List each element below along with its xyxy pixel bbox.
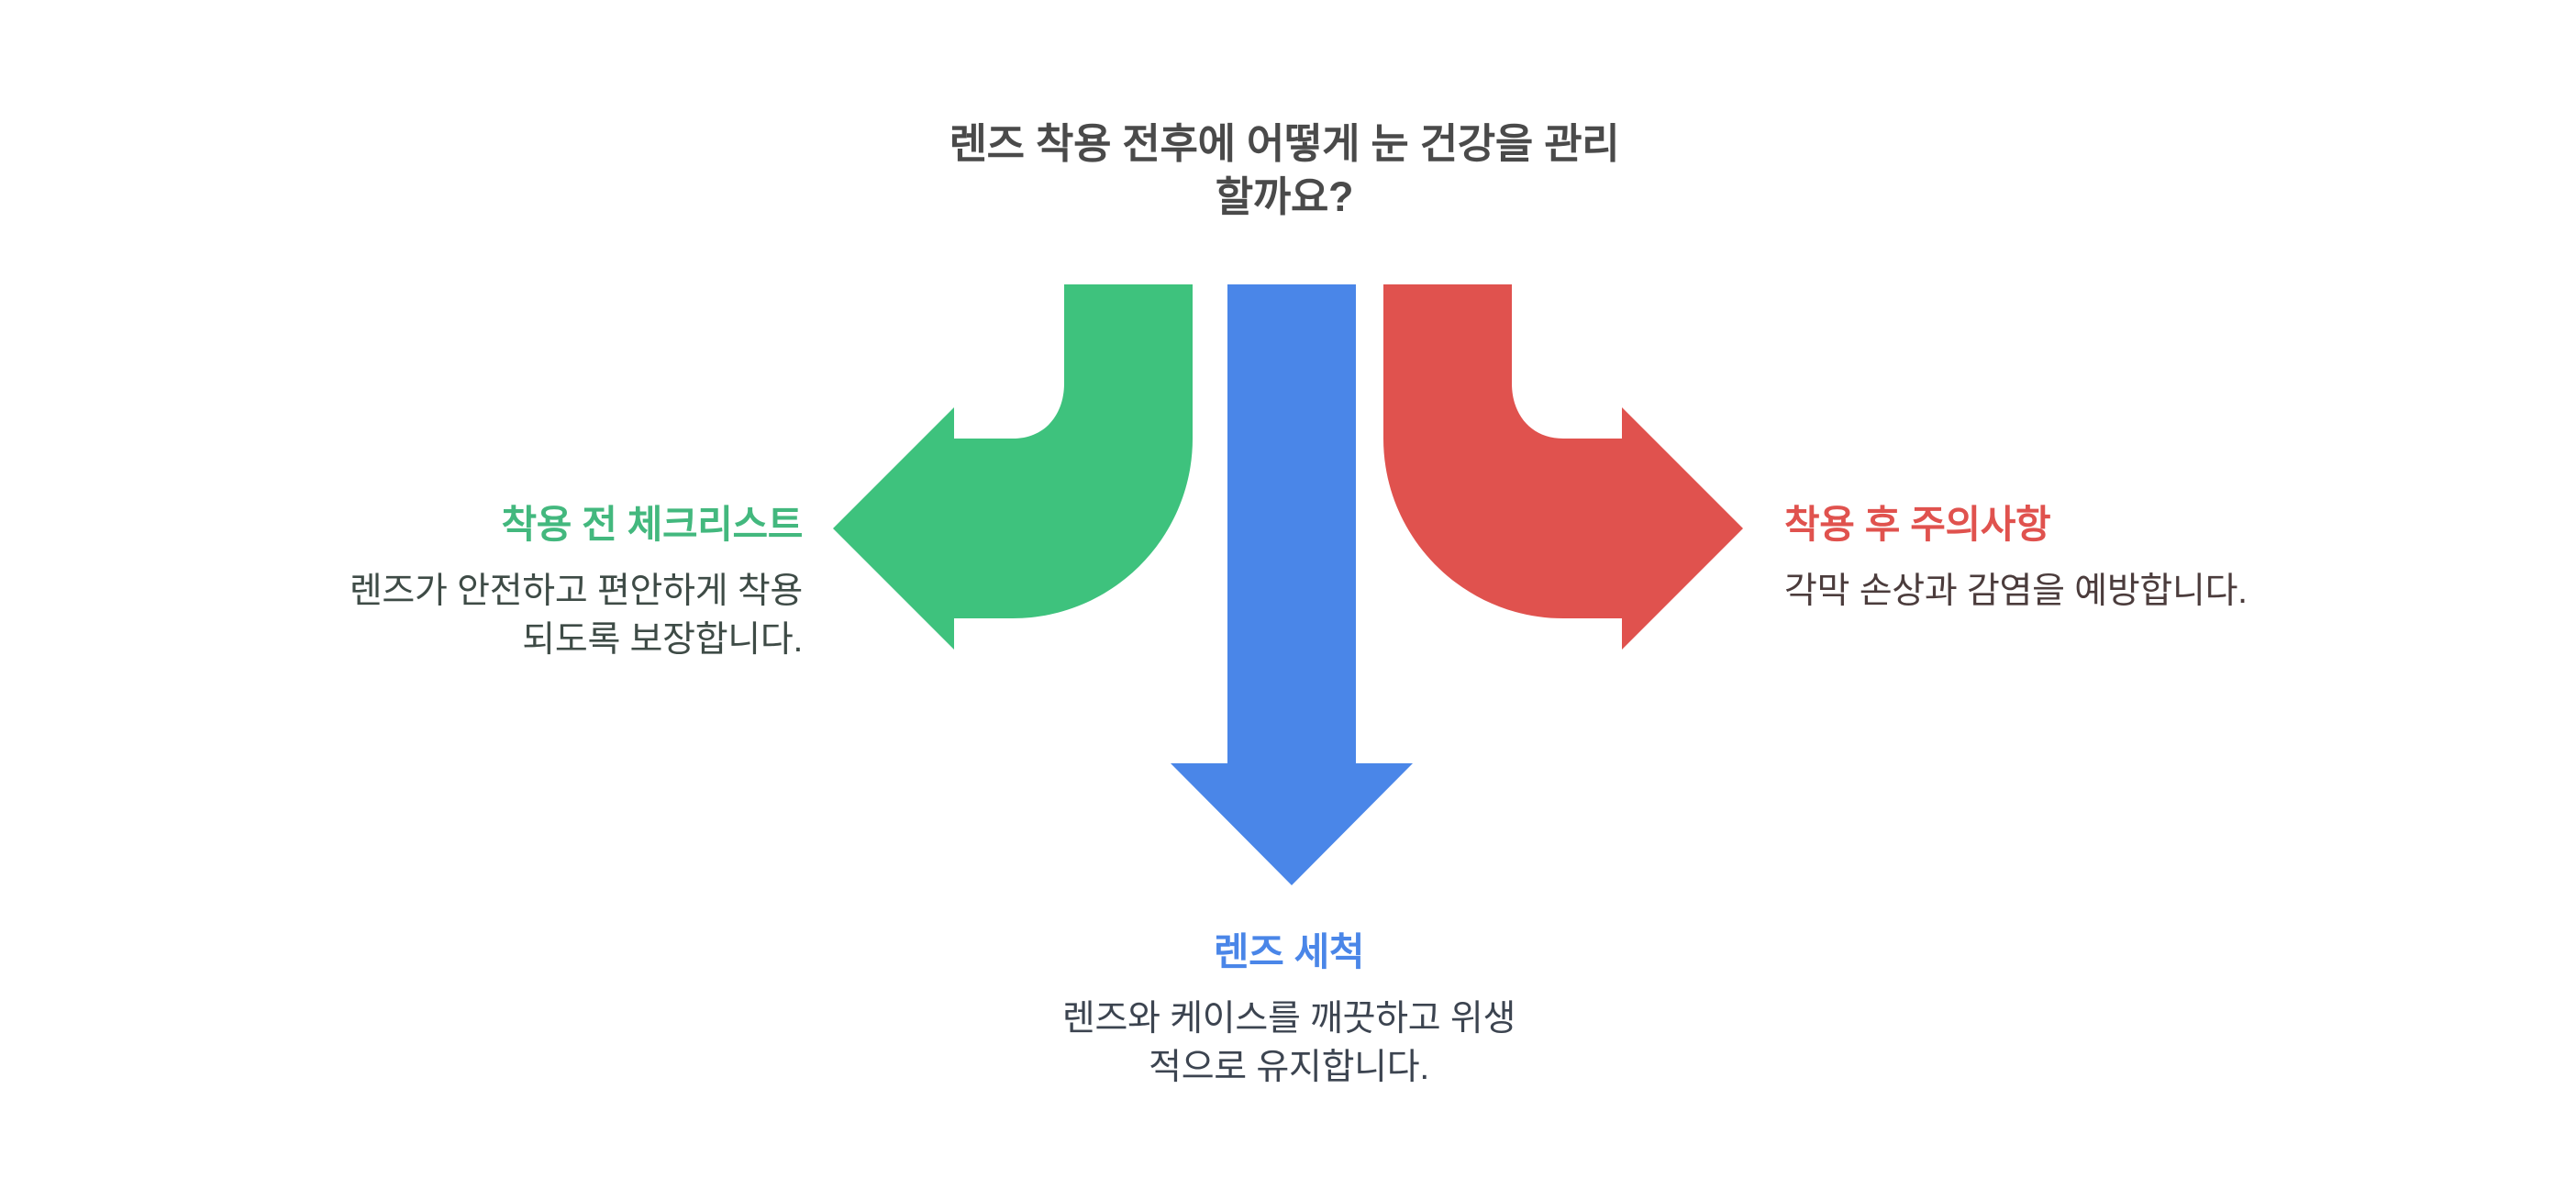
branch-right-body: 각막 손상과 감염을 예방합니다.	[1784, 572, 2248, 612]
branch-left-body: 렌즈가 안전하고 편안하게 착용 되도록 보장합니다.	[349, 572, 803, 660]
arrow-down-icon	[1171, 284, 1413, 885]
branch-right-heading: 착용 후 주의사항	[1784, 503, 2051, 546]
branch-bottom-heading: 렌즈 세척	[1213, 930, 1365, 973]
page-title: 렌즈 착용 전후에 어떻게 눈 건강을 관리 할까요?	[949, 120, 1620, 220]
branch-bottom: 렌즈 세척 렌즈와 케이스를 깨끗하고 위생 적으로 유지합니다.	[922, 928, 1656, 1093]
curved-arrow-right-icon	[1383, 284, 1743, 650]
curved-arrow-left-icon	[833, 284, 1193, 650]
branch-left-heading: 착용 전 체크리스트	[501, 503, 804, 546]
branch-right: 착용 후 주의사항 각막 손상과 감염을 예방합니다.	[1784, 501, 2537, 617]
branch-bottom-body: 렌즈와 케이스를 깨끗하고 위생 적으로 유지합니다.	[1061, 999, 1516, 1087]
branch-left: 착용 전 체크리스트 렌즈가 안전하고 편안하게 착용 되도록 보장합니다.	[69, 501, 804, 665]
